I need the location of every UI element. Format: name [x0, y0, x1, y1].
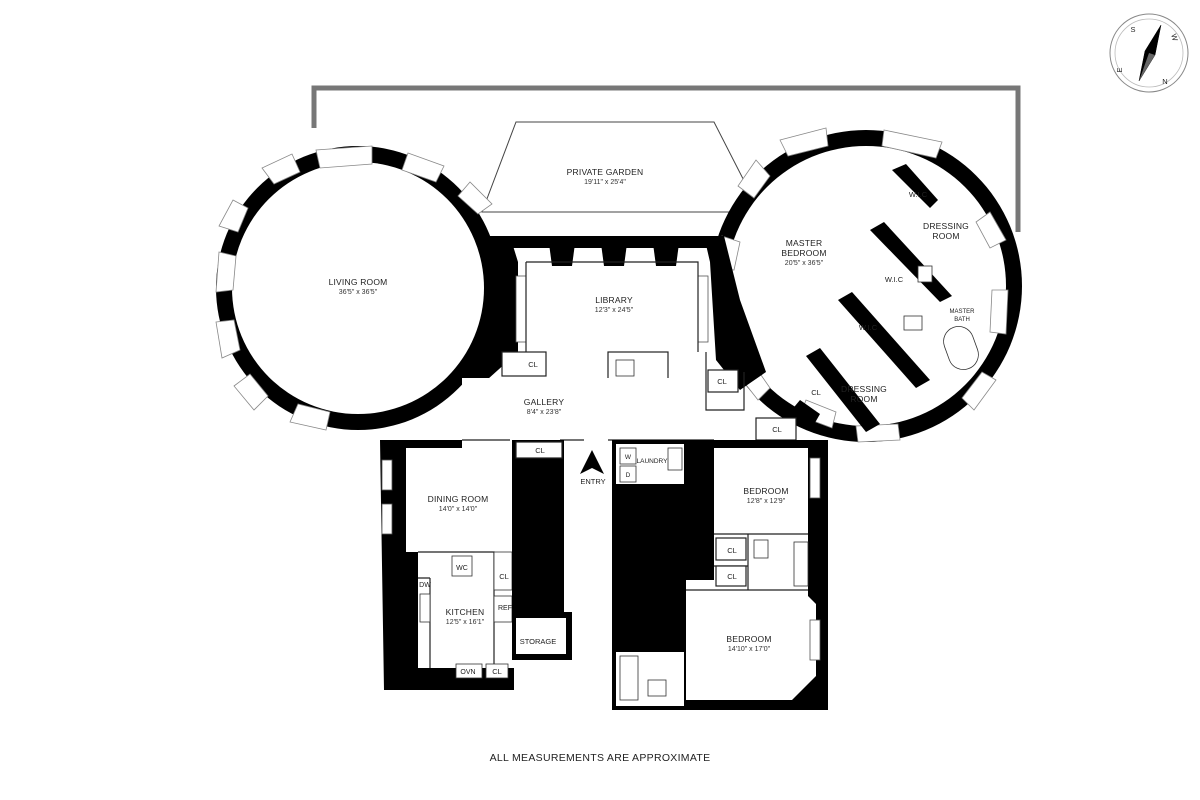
dining-room-label: DINING ROOM — [428, 494, 489, 504]
wic-label-1: W.I.C — [909, 190, 928, 199]
closet-kitchen-label: CL — [499, 572, 509, 581]
laundry-label: LAUNDRY — [637, 458, 669, 465]
ref-label: REF — [498, 605, 512, 612]
library-interior-frame — [525, 261, 699, 352]
private-garden-label: PRIVATE GARDEN — [567, 167, 644, 177]
compass-label-e: E — [1115, 67, 1124, 72]
library-north-piers — [548, 236, 680, 266]
west-wing-walls — [380, 440, 514, 690]
library-east-window — [697, 275, 709, 343]
master-bath-label-2: BATH — [954, 317, 970, 323]
kitchen-label: KITCHEN — [446, 607, 485, 617]
bedroom-1-area — [714, 448, 808, 534]
corridor-walls — [705, 352, 745, 411]
closet-corridor-2-label: CL — [772, 425, 782, 434]
dressing-room-1-label-2: ROOM — [932, 231, 959, 241]
closet-master-label: CL — [811, 388, 821, 397]
living-room-tower — [215, 145, 500, 431]
service-shaft-west — [512, 440, 564, 612]
entry-label: ENTRY — [580, 477, 605, 486]
dw-label: DW — [419, 582, 431, 589]
master-bedroom-label-1: MASTER — [786, 238, 823, 248]
measurement-disclaimer: ALL MEASUREMENTS ARE APPROXIMATE — [489, 752, 711, 764]
gallery-area — [462, 378, 714, 440]
bedroom-2-area — [686, 590, 808, 698]
dressing-room-2-label-2: ROOM — [850, 394, 877, 404]
library-label: LIBRARY — [595, 295, 633, 305]
closet-library-label: CL — [528, 360, 538, 369]
closet-bedroom-2 — [715, 565, 747, 587]
dressing-room-2-label-1: DRESSING — [841, 384, 887, 394]
private-garden-dim: 19'11" x 25'4" — [584, 179, 626, 186]
wic-label-2: W.I.C — [885, 275, 904, 284]
washer-label: W — [625, 454, 632, 461]
closet-gallery — [515, 441, 563, 459]
wic-label-3: W.I.C — [859, 323, 878, 332]
closet-gallery-label: CL — [535, 446, 545, 455]
closet-library — [501, 351, 547, 377]
compass-label-n: N — [1162, 77, 1167, 86]
closet-bedroom-1-label: CL — [727, 546, 737, 555]
closet-corridor-1-label: CL — [717, 377, 727, 386]
dryer-label: D — [626, 472, 631, 479]
living-room-dim: 36'5" x 36'5" — [339, 289, 378, 296]
dining-room-dim: 14'0" x 14'0" — [439, 506, 478, 513]
ovn-label: OVN — [460, 669, 475, 676]
gallery-dim: 8'4" x 23'8" — [527, 409, 562, 416]
bedroom-2-label: BEDROOM — [726, 634, 771, 644]
compass-label-w: W — [1169, 33, 1180, 43]
closet-kitchen-2-label: CL — [492, 667, 502, 676]
living-room-label: LIVING ROOM — [329, 277, 388, 287]
library-dim: 12'3" x 24'5" — [595, 307, 634, 314]
dining-room-area — [406, 448, 512, 552]
gallery-label: GALLERY — [524, 397, 565, 407]
compass-rose — [1109, 13, 1189, 93]
library-west-window — [515, 275, 527, 343]
library-west-wall — [454, 236, 518, 388]
bedroom-1-label: BEDROOM — [743, 486, 788, 496]
closet-bedroom-2-label: CL — [727, 572, 737, 581]
bedroom-2-dim: 14'10" x 17'0" — [728, 646, 771, 653]
library-east-wall — [704, 236, 766, 390]
master-bath-tub — [943, 326, 979, 370]
master-bedroom-dim: 20'5" x 36'5" — [785, 260, 824, 267]
dressing-room-1-label-1: DRESSING — [923, 221, 969, 231]
compass-label-s: S — [1130, 25, 1135, 34]
closet-corridor-1 — [707, 369, 739, 393]
bedroom-1-dim: 12'8" x 12'9" — [747, 498, 786, 505]
master-bath-label-1: MASTER — [949, 309, 975, 315]
terrace-outline — [311, 85, 1021, 232]
master-bedroom-label-2: BEDROOM — [781, 248, 826, 258]
kitchen-dim: 12'5" x 16'1" — [446, 619, 485, 626]
storage-label: STORAGE — [520, 637, 557, 646]
entry-arrow-icon — [580, 450, 604, 474]
closet-bedroom-1 — [715, 537, 747, 561]
wc-label: WC — [456, 565, 468, 572]
